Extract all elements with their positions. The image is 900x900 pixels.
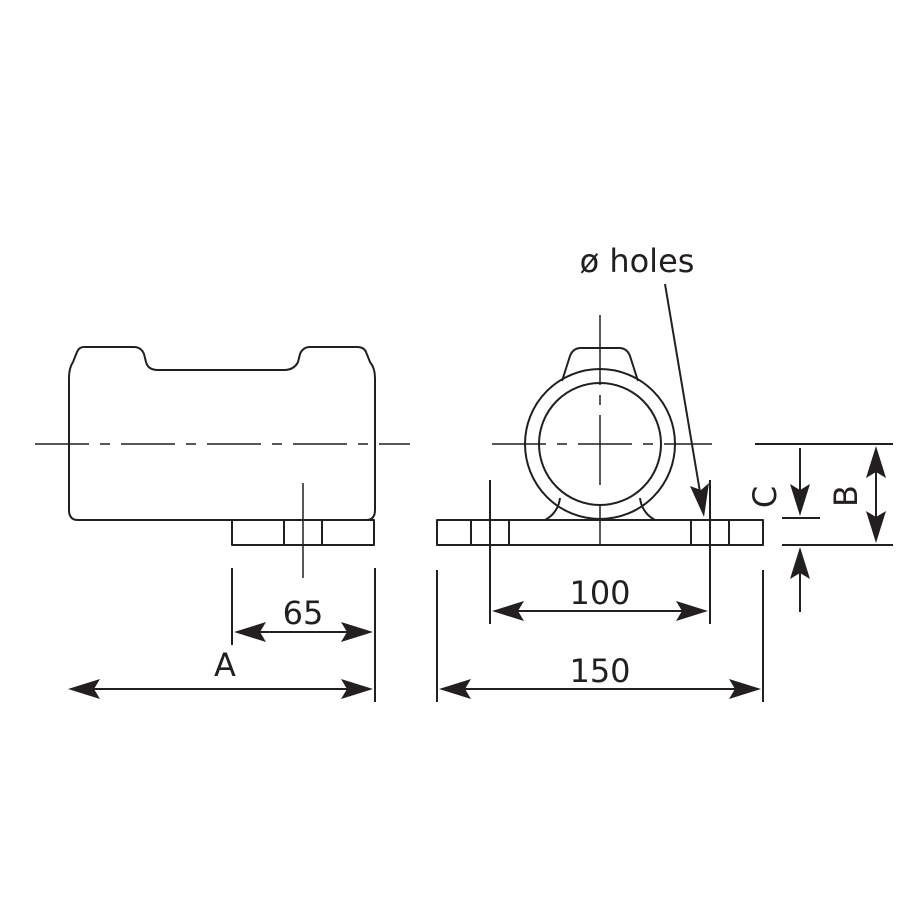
dimension-label-B: B	[827, 485, 865, 507]
side-view	[35, 346, 410, 578]
dimension-65: 65	[231, 568, 376, 702]
dimension-100: 100	[489, 480, 711, 624]
arrowhead	[234, 622, 266, 642]
dimension-A: A	[68, 646, 373, 699]
dimension-label-100: 100	[569, 574, 630, 612]
front-view	[436, 315, 764, 550]
arrowhead	[866, 446, 886, 478]
holes-callout: ø holes	[580, 242, 709, 517]
dimension-B-C: C B	[746, 443, 893, 612]
dimension-label-65: 65	[283, 594, 324, 632]
holes-leader-line	[664, 283, 701, 493]
arrowhead	[341, 622, 373, 642]
arrowhead	[492, 601, 524, 621]
dimension-150: 150	[436, 570, 764, 702]
dimension-label-A: A	[214, 646, 236, 684]
arrowhead	[341, 679, 373, 699]
arrowhead	[690, 483, 709, 517]
foot-right	[639, 497, 656, 521]
arrowhead	[676, 601, 708, 621]
foot-left	[544, 497, 561, 521]
arrowhead	[439, 679, 471, 699]
arrowhead	[729, 679, 761, 699]
dimension-label-150: 150	[569, 652, 630, 690]
dimension-label-C: C	[746, 486, 784, 508]
arrowhead	[790, 484, 810, 516]
arrowhead	[68, 679, 100, 699]
arrowhead	[790, 547, 810, 579]
arrowhead	[866, 511, 886, 543]
holes-label: ø holes	[580, 242, 695, 280]
motor-body-side	[68, 346, 376, 521]
